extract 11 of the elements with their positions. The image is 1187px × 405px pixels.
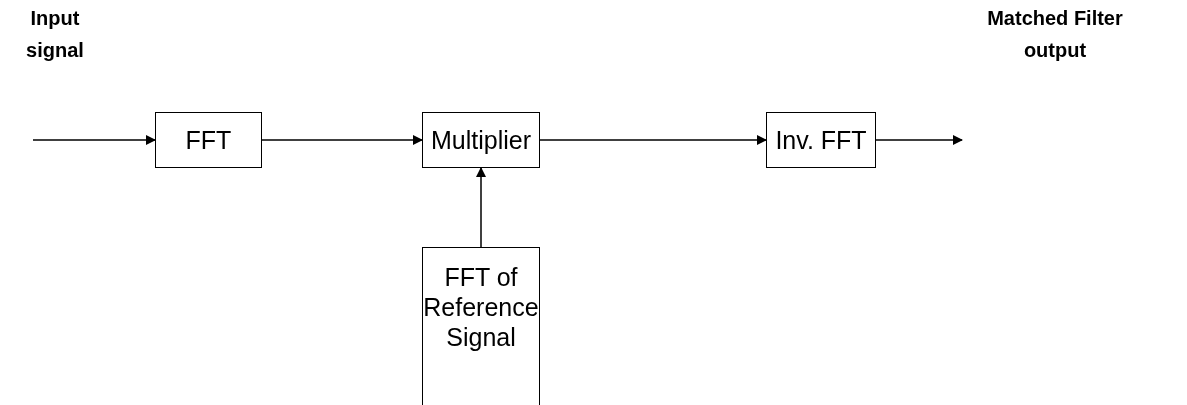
process-box: Inv. FFT	[766, 112, 876, 168]
arrow	[32, 135, 156, 145]
signal-label: Input signal	[25, 6, 85, 63]
arrow	[539, 135, 767, 145]
process-box: Multiplier	[422, 112, 540, 168]
signal-label: Matched Filter output	[986, 6, 1124, 63]
arrow	[476, 167, 486, 248]
arrow	[875, 135, 963, 145]
arrow	[261, 135, 423, 145]
process-box: FFT	[155, 112, 262, 168]
process-box: FFT of Reference Signal	[422, 247, 540, 405]
